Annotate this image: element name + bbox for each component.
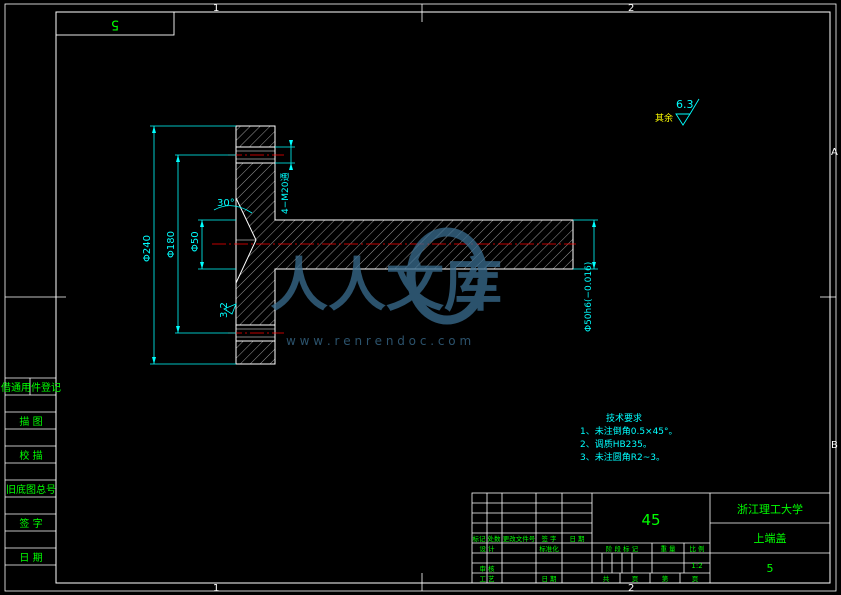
surface-finish-label: 其余 bbox=[655, 112, 673, 124]
left-strip-item-6: 日 期 bbox=[19, 552, 42, 564]
drawing-number-text: 5 bbox=[111, 17, 119, 32]
tech-req-item-2: 2、调质HB235。 bbox=[580, 438, 652, 450]
zone-label-top-2: 2 bbox=[628, 3, 634, 14]
zone-label-bottom-2: 2 bbox=[628, 583, 634, 594]
tech-req-item-3: 3、未注圆角R2~3。 bbox=[580, 451, 665, 463]
dim-d180: Φ180 bbox=[166, 231, 177, 258]
title-block-part-name: 上端盖 bbox=[754, 531, 787, 545]
dim-d50: Φ50 bbox=[190, 231, 201, 252]
zone-ticks bbox=[5, 4, 836, 591]
dim-holes: 4−M20通 bbox=[280, 173, 291, 215]
sheet-index-unit: 页 bbox=[692, 575, 699, 583]
title-block-school: 浙江理工大学 bbox=[737, 502, 803, 516]
change-header-date: 日 期 bbox=[569, 535, 585, 543]
change-header-doc: 更改文件号 bbox=[503, 534, 536, 543]
surface-finish-value: 6.3 bbox=[676, 98, 694, 111]
sheet-border bbox=[4, 3, 837, 592]
watermark-logo-icon bbox=[406, 227, 488, 325]
title-block-scale: 1:2 bbox=[691, 562, 702, 570]
watermark: 人人文库 w w w . r e n r e n d o c . c o m bbox=[270, 227, 502, 348]
role-design: 设 计 bbox=[479, 544, 495, 553]
dimension-arrows bbox=[152, 126, 596, 364]
stage-header-weight: 重 量 bbox=[660, 545, 676, 553]
sheet-index-label: 第 bbox=[662, 574, 669, 583]
part-section bbox=[235, 125, 574, 365]
title-block-material: 45 bbox=[641, 511, 660, 529]
left-strip-item-5: 签 字 bbox=[19, 517, 42, 530]
zone-label-top-1: 1 bbox=[213, 3, 219, 14]
dim-shaft-fit: Φ50h6(−0.016) bbox=[584, 262, 594, 332]
dim-angle: 30° bbox=[217, 198, 235, 209]
role-review: 审 核 bbox=[479, 564, 495, 573]
surface-finish-icon bbox=[675, 98, 700, 126]
centerlines bbox=[212, 154, 576, 334]
change-header-mark: 标记 bbox=[473, 534, 487, 543]
dim-roughness-local: 3.2 bbox=[219, 302, 230, 318]
zone-label-a: A bbox=[831, 147, 838, 158]
stage-header-scale: 比 例 bbox=[689, 544, 704, 553]
date-label: 日 期 bbox=[541, 575, 557, 583]
sheet-total-label: 共 bbox=[603, 574, 610, 583]
tech-req-title: 技术要求 bbox=[606, 412, 642, 424]
watermark-url: w w w . r e n r e n d o c . c o m bbox=[286, 334, 471, 348]
left-strip-item-2: 描 图 bbox=[19, 415, 42, 428]
watermark-text: 人人文库 bbox=[270, 251, 502, 319]
change-header-count: 处数 bbox=[488, 534, 502, 543]
dim-d240: Φ240 bbox=[142, 235, 153, 262]
zone-label-bottom-1: 1 bbox=[213, 583, 219, 594]
title-block-drawing-no: 5 bbox=[767, 562, 774, 575]
drawing-number-box bbox=[55, 11, 175, 36]
left-strip-item-3: 校 描 bbox=[19, 449, 42, 462]
zone-label-b: B bbox=[831, 440, 838, 451]
title-block: 45 浙江理工大学 上端盖 5 1:2 标记 处数 更改文件号 签 字 日 期 … bbox=[471, 492, 831, 584]
standardize-label: 标准化 bbox=[539, 544, 559, 553]
technical-requirements: 技术要求 1、未注倒角0.5×45°。 2、调质HB235。 3、未注圆角R2~… bbox=[580, 412, 678, 463]
stage-header-mark: 阶 段 标 记 bbox=[606, 544, 639, 553]
dimension-lines bbox=[150, 125, 598, 365]
role-process: 工 艺 bbox=[479, 575, 495, 583]
left-strip-item-1: 借通用件登记 bbox=[1, 381, 61, 394]
left-strip: 借通用件登记 描 图 校 描 旧底图总号 签 字 日 期 bbox=[1, 377, 61, 566]
drawing-frame bbox=[55, 11, 831, 584]
change-header-sign: 签 字 bbox=[541, 534, 557, 543]
left-strip-item-4: 旧底图总号 bbox=[6, 483, 56, 496]
sheet-total-unit: 页 bbox=[632, 575, 639, 583]
tech-req-item-1: 1、未注倒角0.5×45°。 bbox=[580, 425, 678, 437]
